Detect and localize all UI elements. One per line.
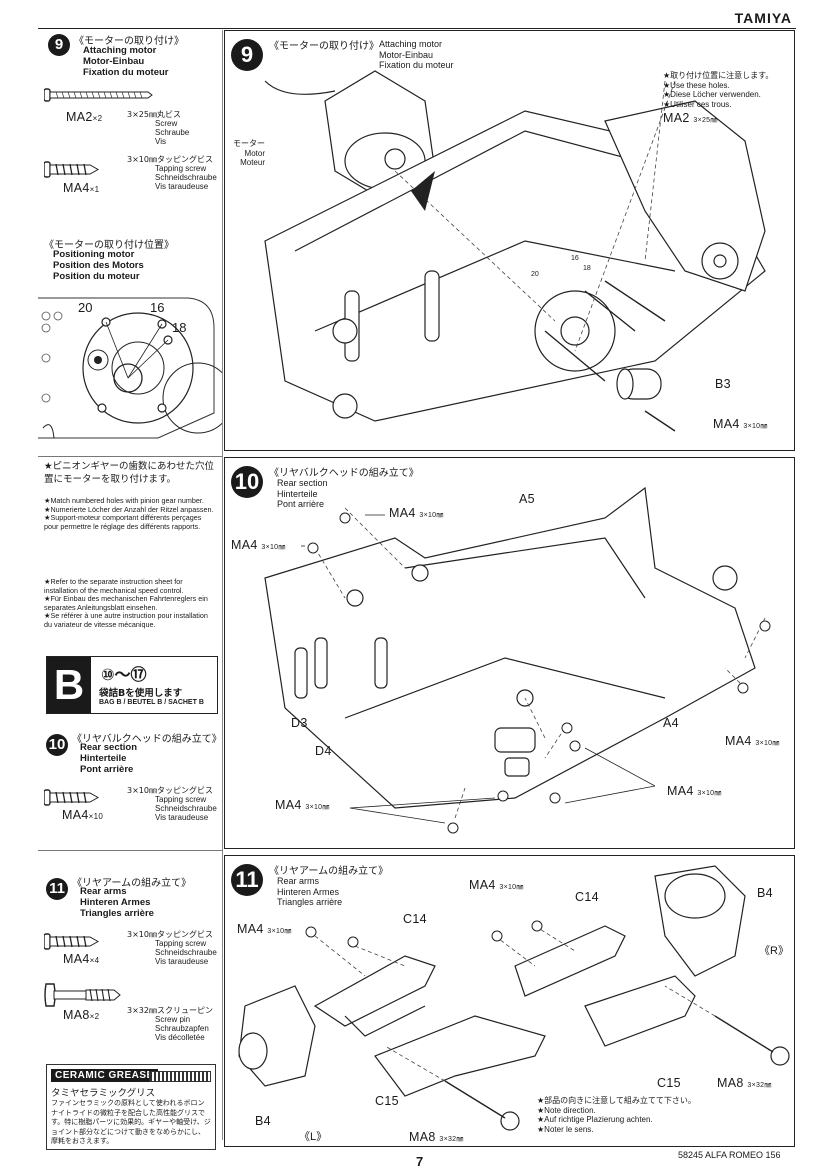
panel-10-title-jp: 《リヤバルクヘッドの組み立て》 bbox=[269, 468, 419, 479]
panel-10-ma4-label-2: MA4 3×10㎜ bbox=[231, 538, 286, 552]
panel-11-c14-label-r: C14 bbox=[575, 890, 599, 904]
motor-position-diagram bbox=[38, 297, 222, 439]
panel-11-c14-label-l: C14 bbox=[403, 912, 427, 926]
panel-10-a5-label: A5 bbox=[519, 492, 535, 506]
panel-9-ma4-label: MA4 3×10㎜ bbox=[713, 417, 768, 431]
panel-10-ma4-label-3: MA4 3×10㎜ bbox=[725, 734, 780, 748]
panel-9-b3-label: B3 bbox=[715, 377, 731, 391]
panel-11-ma4-label-l: MA4 3×10㎜ bbox=[237, 922, 292, 936]
panel-11-c15-label-l: C15 bbox=[375, 1094, 399, 1108]
panel-9-ma2-label: MA2 3×25㎜ bbox=[663, 111, 718, 125]
use-holes-note: ★取り付け位置に注意します。 ★Use these holes.★Diese L… bbox=[663, 71, 774, 109]
bag-b-en: BAG B / BEUTEL B / SACHET B bbox=[99, 699, 204, 706]
panel-11-title-jp: 《リヤアームの組み立て》 bbox=[269, 866, 389, 877]
panel-11-badge: 11 bbox=[231, 864, 263, 896]
step-9-badge: 9 bbox=[48, 34, 70, 56]
panel-10-d3-label: D3 bbox=[291, 716, 308, 730]
model-code: 58245 ALFA ROMEO 156 bbox=[678, 1150, 781, 1160]
panel-11-left-marker: 《L》 bbox=[299, 1131, 328, 1143]
step-11-badge: 11 bbox=[46, 878, 68, 900]
ma2-code: MA2×2 bbox=[66, 110, 103, 124]
panel-11-b4-label-l: B4 bbox=[255, 1114, 271, 1128]
ceramic-grease-jp-title: タミヤセラミックグリス bbox=[51, 1088, 156, 1099]
ceramic-grease-logo: CERAMIC GREASE bbox=[51, 1069, 158, 1082]
hole-label-16: 16 bbox=[150, 300, 165, 315]
bag-b-letter: B bbox=[47, 657, 91, 713]
gear-num-20: 20 bbox=[531, 271, 539, 278]
step-9-title-jp: 《モーターの取り付け》 bbox=[74, 36, 184, 47]
panel-11-direction-note: ★部品の向きに注意して組み立てて下さい。 ★Note direction.★Au… bbox=[537, 1096, 696, 1134]
panel-10-d4-label: D4 bbox=[315, 744, 332, 758]
column-divider bbox=[222, 30, 223, 1140]
panel-9-badge: 9 bbox=[231, 39, 263, 71]
gear-num-16: 16 bbox=[571, 255, 579, 262]
step11-ma8-code: MA8×2 bbox=[63, 1008, 100, 1022]
rear-section-drawing bbox=[264, 486, 771, 834]
grease-tube-icon bbox=[149, 1071, 211, 1082]
panel-11-right-marker: 《R》 bbox=[759, 945, 789, 957]
step11-ma4-screw-icon bbox=[44, 933, 100, 950]
esc-note: ★Refer to the separate instruction sheet… bbox=[44, 577, 208, 629]
pinion-note-jp: ★ピニオンギヤーの歯数にあわせた穴位置にモーターを取り付けます。 bbox=[44, 461, 215, 485]
step-10-title-jp: 《リヤバルクヘッドの組み立て》 bbox=[72, 734, 222, 745]
motor-assembly-drawing bbox=[264, 70, 766, 432]
panel-11-b4-label-r: B4 bbox=[757, 886, 773, 900]
panel-9-title-jp: 《モーターの取り付け》 bbox=[269, 41, 379, 52]
ceramic-grease-description: ファインセラミックの原料として使われるボロンナイトライドの微粒子を配合した高性能… bbox=[51, 1099, 211, 1145]
motor-pos-title-jp: 《モーターの取り付け位置》 bbox=[44, 240, 174, 251]
ma2-screw-icon bbox=[44, 88, 153, 102]
step10-ma4-screw-icon bbox=[44, 789, 100, 806]
gear-num-18: 18 bbox=[583, 265, 591, 272]
brand-logo: TAMIYA bbox=[734, 10, 792, 26]
header-rule bbox=[38, 28, 796, 29]
step-11-title-jp: 《リヤアームの組み立て》 bbox=[72, 878, 192, 889]
panel-11-ma8-label-r: MA8 3×32㎜ bbox=[717, 1076, 772, 1090]
left-separator-1 bbox=[38, 456, 222, 457]
hole-label-20: 20 bbox=[78, 300, 93, 315]
rear-arms-drawing bbox=[238, 865, 790, 1131]
panel-11-ma4-label-r: MA4 3×10㎜ bbox=[469, 878, 524, 892]
panel-11-ma8-label-l: MA8 3×32㎜ bbox=[409, 1130, 464, 1144]
panel-10-badge: 10 bbox=[231, 466, 263, 498]
bag-b-steps: ⑩～⑰ bbox=[101, 667, 147, 684]
step10-ma4-code: MA4×10 bbox=[62, 808, 104, 822]
panel-10-ma4-label-4: MA4 3×10㎜ bbox=[667, 784, 722, 798]
panel-10-ma4-label-1: MA4 3×10㎜ bbox=[389, 506, 444, 520]
page-number: 7 bbox=[416, 1154, 424, 1169]
bag-b-box: B ⑩～⑰ 袋詰Bを使用します BAG B / BEUTEL B / SACHE… bbox=[46, 656, 218, 714]
panel-10-a4-label: A4 bbox=[663, 716, 679, 730]
pinion-note-ml: ★Match numbered holes with pinion gear n… bbox=[44, 496, 214, 531]
panel-11-c15-label-r: C15 bbox=[657, 1076, 681, 1090]
panel-10-ma4-label-5: MA4 3×10㎜ bbox=[275, 798, 330, 812]
step-10-badge: 10 bbox=[46, 734, 68, 756]
bag-b-jp: 袋詰Bを使用します bbox=[99, 688, 183, 699]
ceramic-grease-box: CERAMIC GREASE タミヤセラミックグリス ファインセラミックの原料と… bbox=[46, 1064, 216, 1150]
step11-ma4-code: MA4×4 bbox=[63, 952, 100, 966]
ma4-screw-icon bbox=[44, 161, 100, 178]
left-separator-2 bbox=[38, 850, 222, 851]
hole-label-18: 18 bbox=[172, 320, 187, 335]
ma8-screw-pin-icon bbox=[44, 983, 121, 1007]
ma4-code: MA4×1 bbox=[63, 181, 100, 195]
